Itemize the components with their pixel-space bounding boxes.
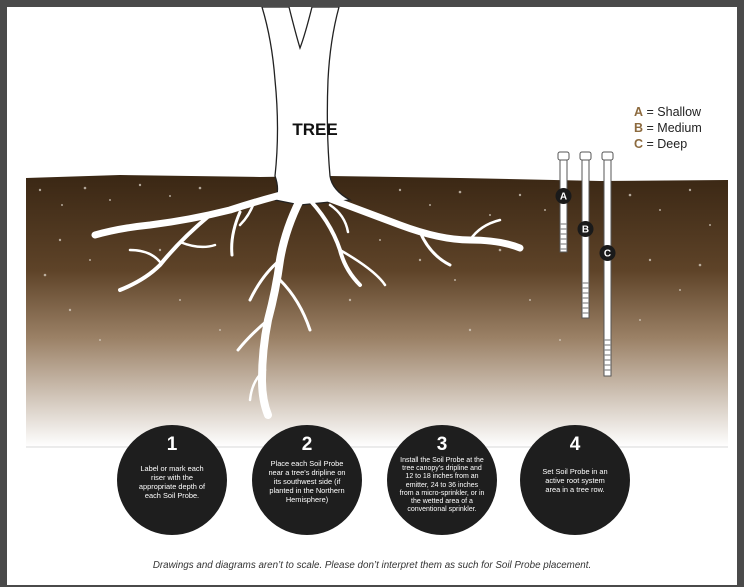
probe-marker-c: C (600, 245, 616, 261)
legend-key: C (634, 137, 643, 151)
depth-legend: A = Shallow B = Medium C = Deep (634, 104, 702, 152)
legend-text: = Deep (643, 137, 687, 151)
legend-key: A (634, 105, 643, 119)
scale-disclaimer: Drawings and diagrams aren’t to scale. P… (7, 560, 737, 571)
probe-c (602, 152, 613, 376)
legend-text: = Medium (643, 121, 702, 135)
step-text: Place each Soil Probe near a tree’s drip… (252, 459, 362, 504)
step-number: 4 (520, 435, 630, 455)
probe-letter-b: B (582, 225, 589, 236)
probe-letter-a: A (560, 192, 567, 203)
tree-label: TREE (285, 120, 345, 140)
probe-marker-a: A (556, 188, 572, 204)
legend-key: B (634, 121, 643, 135)
legend-text: = Shallow (643, 105, 701, 119)
step-4-circle: 4 Set Soil Probe in an active root syste… (520, 425, 630, 535)
step-text: Label or mark each riser with the approp… (117, 464, 227, 500)
step-number: 2 (252, 435, 362, 455)
step-number: 1 (117, 435, 227, 455)
step-3-circle: 3 Install the Soil Probe at the tree can… (387, 425, 497, 535)
step-text: Install the Soil Probe at the tree canop… (387, 457, 497, 514)
probe-letter-c: C (604, 249, 611, 260)
step-2-circle: 2 Place each Soil Probe near a tree’s dr… (252, 425, 362, 535)
step-number: 3 (387, 435, 497, 455)
probe-marker-b: B (578, 221, 594, 237)
step-1-circle: 1 Label or mark each riser with the appr… (117, 425, 227, 535)
legend-item-medium: B = Medium (634, 120, 702, 136)
tree-trunk (262, 7, 350, 205)
step-text: Set Soil Probe in an active root system … (520, 467, 630, 494)
diagram-frame: A B C TREE A = Shallow B = Medium C = De… (7, 7, 737, 585)
legend-item-shallow: A = Shallow (634, 104, 702, 120)
legend-item-deep: C = Deep (634, 136, 702, 152)
